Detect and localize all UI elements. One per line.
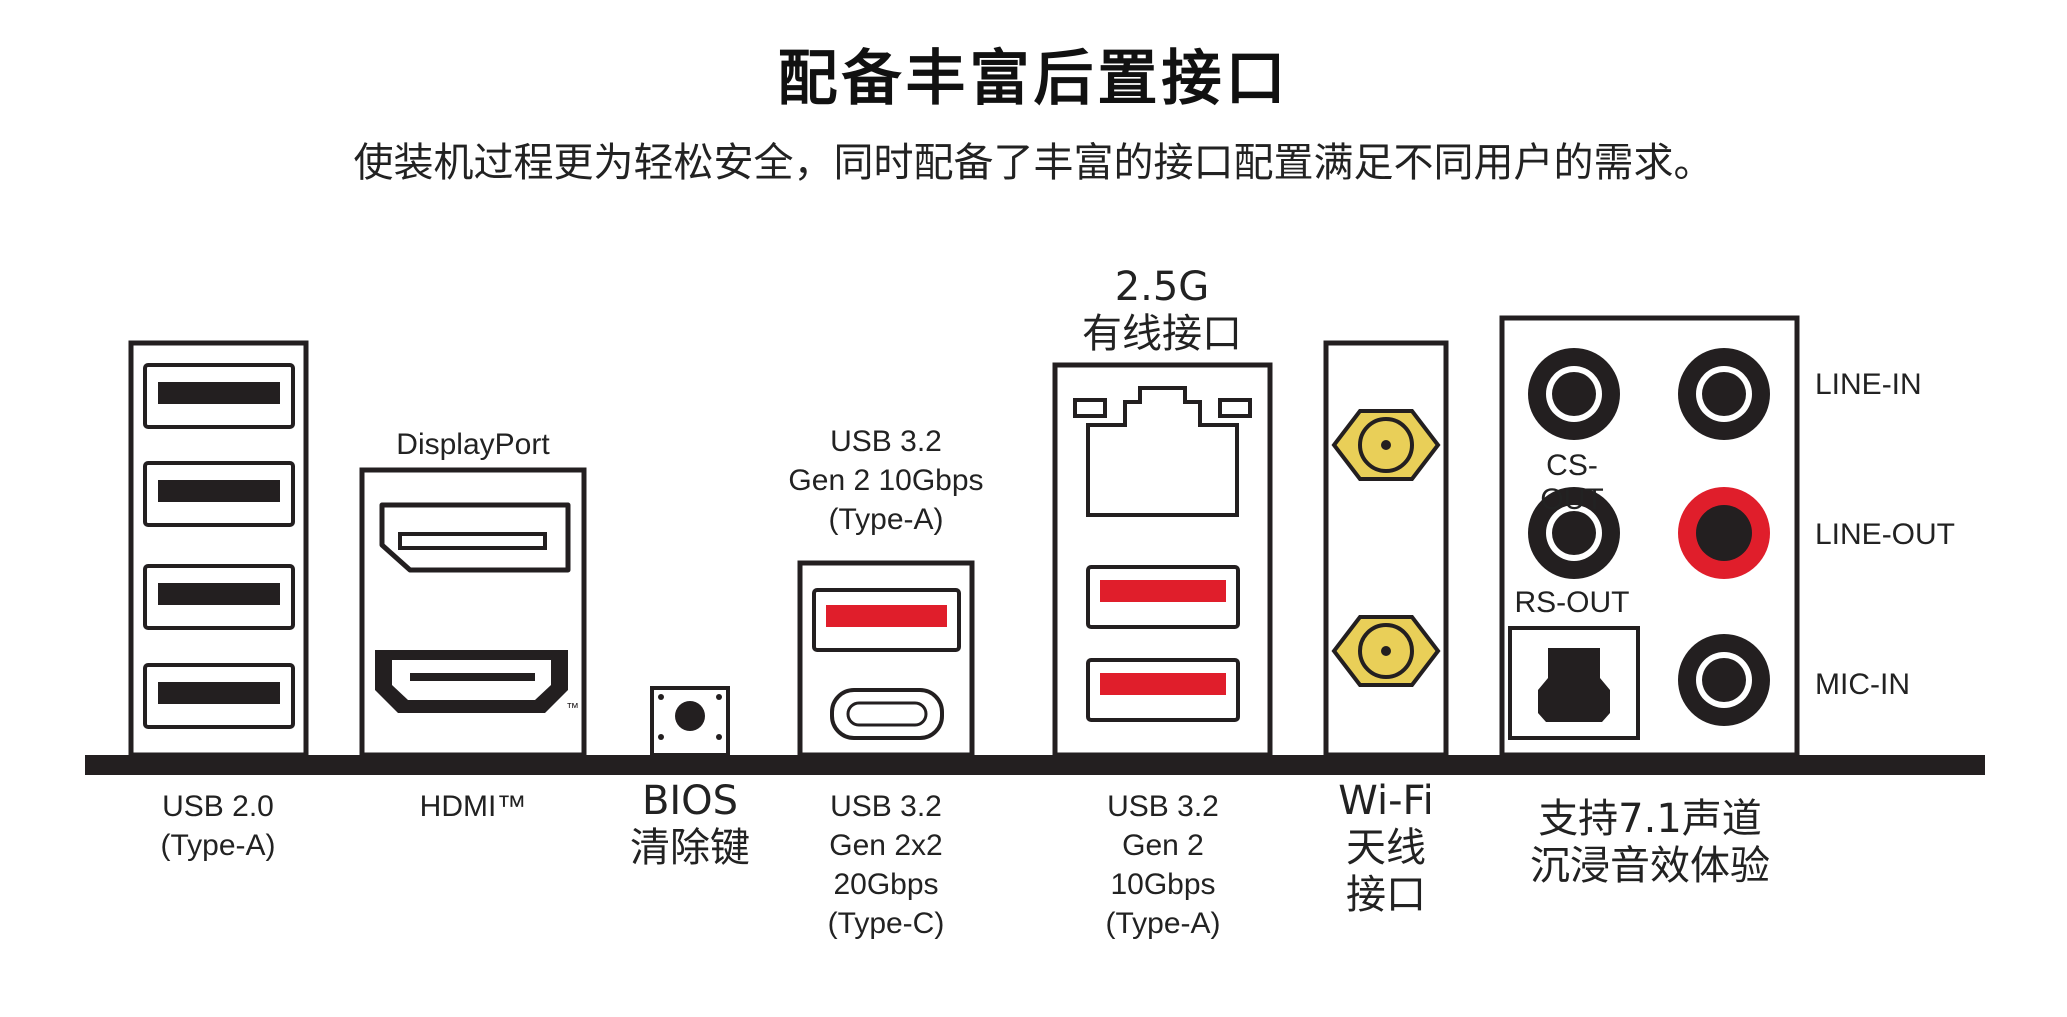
label-line: USB 3.2 [830,790,942,823]
audio-jack-cs-out [1528,348,1620,440]
label-line: 天线 [1346,825,1426,872]
label-lan-top: 2.5G 有线接口 [1042,264,1282,358]
label-audio-bottom: 支持7.1声道 沉浸音效体验 [1480,796,1820,890]
label-line: Wi-Fi [1338,778,1434,824]
usb32-typea-port [812,588,961,652]
audio-jack-block [1499,315,1800,758]
label-usb20-bottom: USB 2.0 (Type-A) [108,787,328,865]
label-line: Gen 2 [1122,829,1204,862]
label-displayport: DisplayPort [396,428,550,461]
usb32-gen2-port [1086,658,1240,722]
audio-jack-rs-out [1528,487,1620,579]
usb20-port [143,363,295,429]
usb32-typec-port [830,688,944,740]
label-line: (Type-A) [1105,907,1221,940]
label-line: USB 2.0 [162,790,274,823]
label-line: USB 3.2 [1107,790,1219,823]
label-line: USB 3.2 [830,425,942,458]
board-strip [85,755,1985,775]
label-wifi-bottom: Wi-Fi 天线 接口 [1316,778,1456,920]
label-line: BIOS [641,778,739,824]
label-line: 支持7.1声道 [1538,796,1762,842]
hdmi-tm-mark: ™ [566,700,579,715]
label-line: 清除键 [630,825,750,872]
antenna-connector [1331,409,1441,481]
label-usb32-gen2-bottom: USB 3.2 Gen 2 10Gbps (Type-A) [1057,787,1269,943]
video-port-block [359,467,587,758]
label-mic-in: MIC-IN [1815,668,1910,701]
usb32-gen2-port [1086,565,1240,629]
optical-spdif-port [1508,626,1640,740]
lan-usb-block [1052,362,1273,758]
label-line: 10Gbps [1110,868,1216,901]
label-line-in: LINE-IN [1815,368,1922,401]
label-cs-out: CS-OUT [1540,449,1604,516]
label-rs-out: RS-OUT [1514,586,1630,619]
label-line: 20Gbps [833,868,939,901]
label-usb32-typec-bottom: USB 3.2 Gen 2x2 20Gbps (Type-C) [780,787,992,943]
page-title: 配备丰富后置接口 [777,44,1290,114]
usb20-port [143,461,295,527]
usb20-port-stack [128,340,309,758]
bios-clear-button [650,686,730,757]
label-line: 接口 [1346,872,1426,919]
usb32-typea-typec-block [797,560,975,758]
label-line: (Type-A) [828,503,944,536]
page-subtitle: 使装机过程更为轻松安全，同时配备了丰富的接口配置满足不同用户的需求。 [353,140,1714,186]
rj45-lan-port [1073,386,1252,517]
label-bios-bottom: BIOS 清除键 [600,778,780,872]
label-line: 沉浸音效体验 [1530,843,1770,890]
wifi-antenna-block [1323,340,1449,758]
audio-jack-mic-in [1678,634,1770,726]
label-line: Gen 2 10Gbps [788,464,984,497]
usb20-port [143,663,295,729]
audio-jack-line-out [1678,487,1770,579]
label-line: (Type-A) [160,829,276,862]
antenna-connector [1331,615,1441,687]
label-line-out: LINE-OUT [1815,518,1956,551]
usb20-port [143,564,295,630]
label-hdmi-bottom: HDMI™ [419,790,527,823]
label-usb32-typea-top: USB 3.2 Gen 2 10Gbps (Type-A) [760,422,1012,539]
audio-jack-line-in [1678,348,1770,440]
label-line: 2.5G [1114,264,1210,310]
label-line: 有线接口 [1082,311,1242,358]
label-line: (Type-C) [827,907,945,940]
label-line: Gen 2x2 [829,829,943,862]
